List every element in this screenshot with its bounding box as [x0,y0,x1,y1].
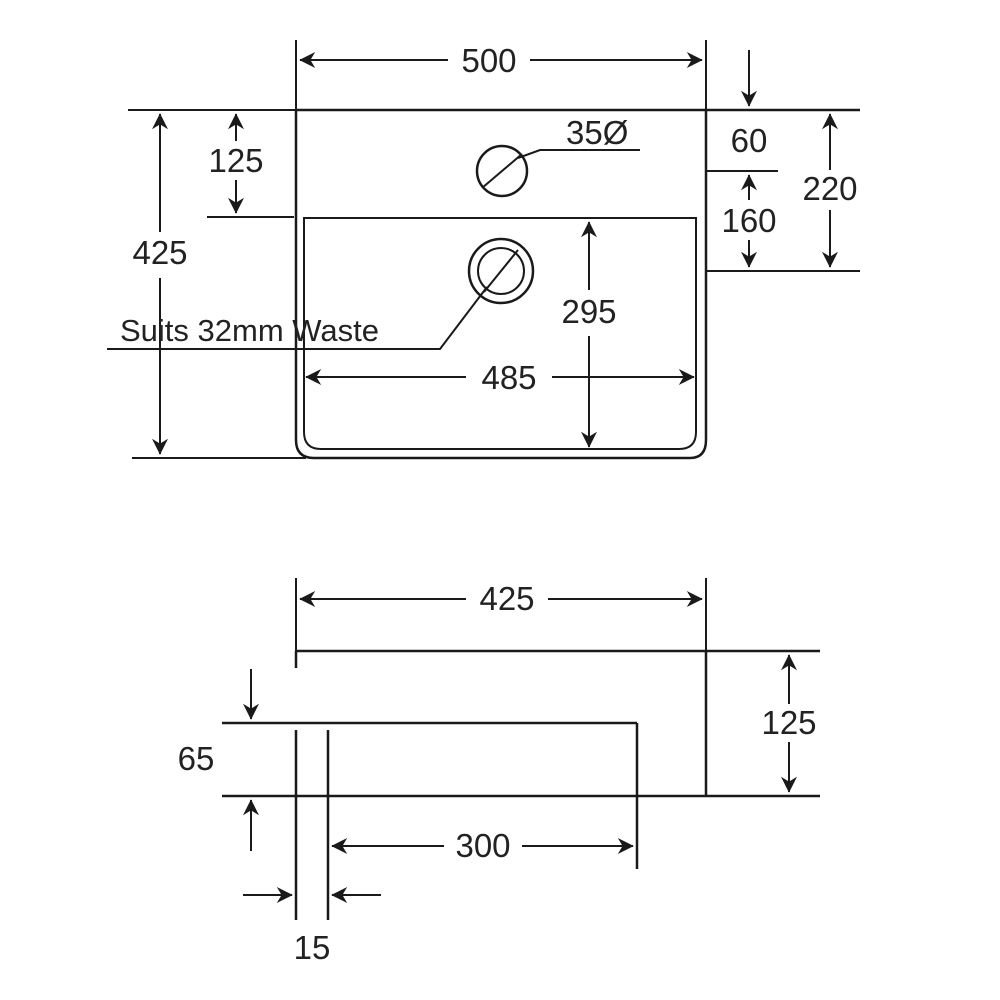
dim-label-425-top: 425 [132,234,187,271]
dim-label-160: 160 [721,202,776,239]
dim-label-35-dia: 35Ø [566,114,628,151]
dim-bowl-295: 295 [561,221,617,448]
basin-outline [294,110,708,460]
dim-label-485: 485 [481,359,536,396]
dim-label-300: 300 [455,827,510,864]
dim-side-wall-15: 15 [243,887,381,966]
dim-side-bowl-300: 300 [331,827,634,864]
dim-label-425-side: 425 [479,580,534,617]
dim-right-stack: 60 160 220 [706,50,860,272]
waste-note-label: Suits 32mm Waste [120,313,379,348]
dim-bowl-485: 485 [305,359,695,396]
dim-label-15: 15 [294,929,331,966]
dim-label-500: 500 [461,42,516,79]
side-view: 425 125 65 300 15 [178,578,820,966]
dim-width-500: 500 [295,40,707,110]
dim-side-height-125: 125 [761,654,817,793]
dim-label-60: 60 [731,122,768,159]
dim-side-bowl-65: 65 [178,669,259,851]
dim-label-125-side: 125 [761,704,816,741]
tap-hole [475,144,529,198]
dim-depth-425: 425 [128,109,306,459]
waste-hole [467,237,535,305]
dim-tap-125: 125 [207,113,294,218]
top-view: 500 425 125 35Ø 60 [107,40,860,460]
dim-side-depth-425: 425 [295,578,707,651]
waste-note-callout: Suits 32mm Waste [107,286,488,350]
dim-label-125-top: 125 [208,142,263,179]
dim-label-65: 65 [178,740,215,777]
tap-hole-diameter-callout: 35Ø [517,114,640,159]
dim-label-295: 295 [561,293,616,330]
bowl-outline [303,217,697,450]
dim-label-220: 220 [802,170,857,207]
